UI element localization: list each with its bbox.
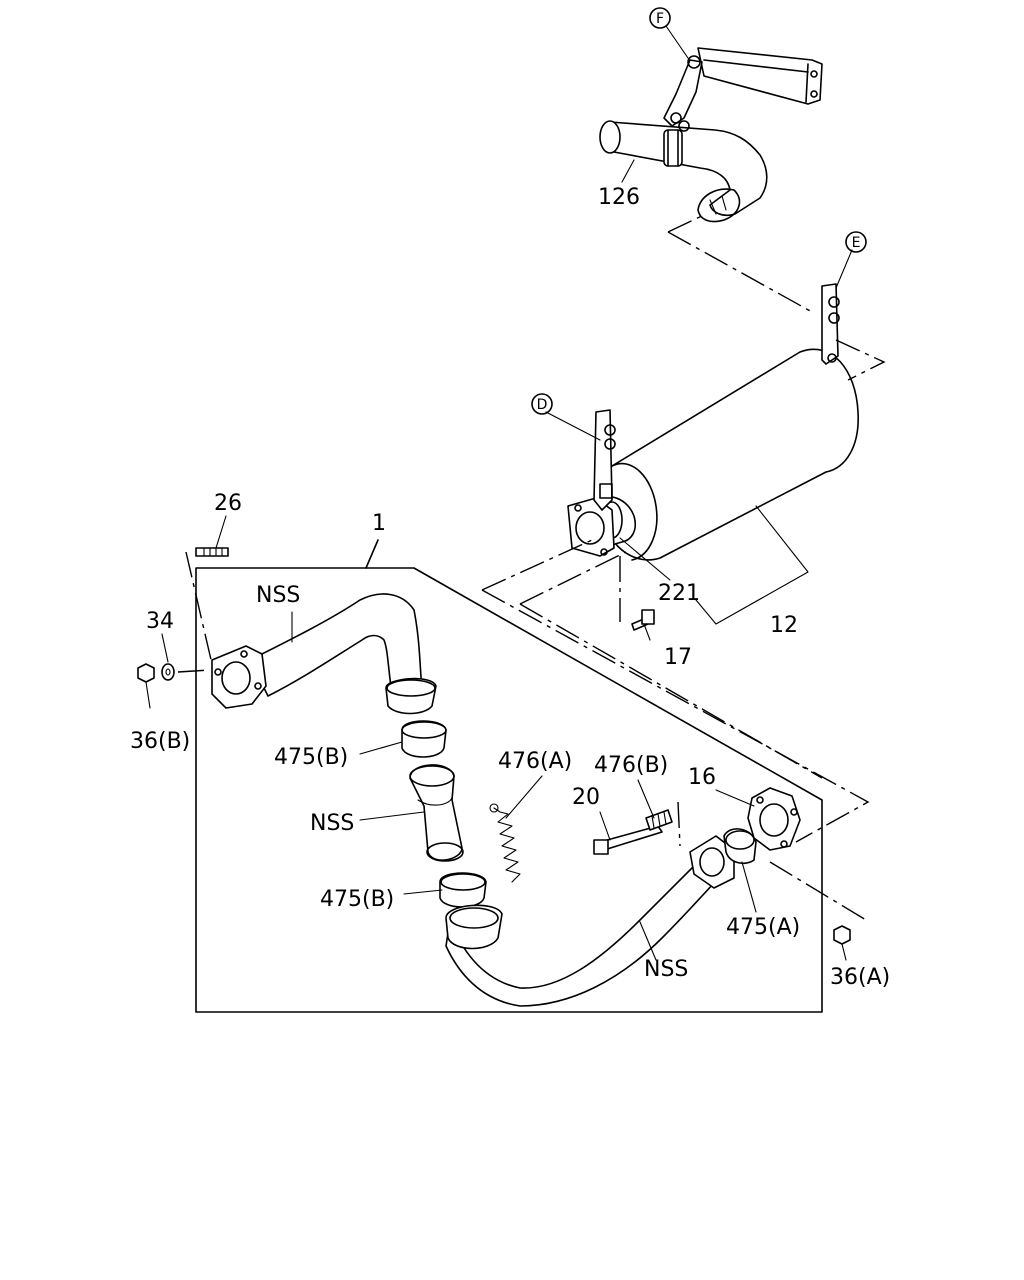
gasket-16 xyxy=(747,787,801,851)
label-476a: 476(A) xyxy=(498,749,572,774)
label-nss-middle: NSS xyxy=(310,811,354,836)
front-pipe-lower xyxy=(445,835,735,1007)
bolt-20-and-spring-476b xyxy=(593,809,673,855)
hanger-bracket-f xyxy=(663,47,823,132)
spring-476a xyxy=(489,803,521,883)
label-nss-lower: NSS xyxy=(644,957,688,982)
label-nss-upper: NSS xyxy=(256,583,300,608)
label-26: 26 xyxy=(214,491,242,516)
seal-ring-475a xyxy=(723,828,757,865)
muffler-12 xyxy=(567,348,859,561)
assembly-1-frame xyxy=(195,567,823,1013)
label-20: 20 xyxy=(572,785,600,810)
svg-text:F: F xyxy=(656,11,664,27)
callout-e: E xyxy=(845,231,867,253)
leader-lines xyxy=(145,25,853,961)
seal-ring-475b-upper xyxy=(401,720,447,758)
label-476b: 476(B) xyxy=(594,753,668,778)
hanger-bracket-d xyxy=(593,409,616,511)
label-475b-lower: 475(B) xyxy=(320,887,394,912)
svg-text:E: E xyxy=(852,235,861,251)
label-36b: 36(B) xyxy=(130,729,190,754)
hanger-bracket-e xyxy=(821,283,840,365)
flex-joint-nss xyxy=(409,764,464,862)
seal-ring-475b-lower xyxy=(439,872,487,908)
label-1: 1 xyxy=(372,511,386,536)
stud-26 xyxy=(195,547,229,557)
callout-d: D xyxy=(531,393,553,415)
label-221: 221 xyxy=(658,581,700,606)
callout-f: F xyxy=(649,7,671,29)
label-17: 17 xyxy=(664,645,692,670)
label-475b-upper: 475(B) xyxy=(274,745,348,770)
label-36a: 36(A) xyxy=(830,965,890,990)
bolt-17 xyxy=(631,609,655,631)
label-126: 126 xyxy=(598,185,640,210)
label-16: 16 xyxy=(688,765,716,790)
front-pipe-upper xyxy=(211,593,437,715)
label-34: 34 xyxy=(146,609,174,634)
assembly-lines xyxy=(177,213,886,921)
washer-34 xyxy=(161,663,175,681)
nut-36a xyxy=(833,925,851,945)
label-12: 12 xyxy=(770,613,798,638)
svg-text:D: D xyxy=(537,397,548,413)
nut-36b xyxy=(137,663,155,683)
tail-pipe-126 xyxy=(599,120,768,223)
label-475a: 475(A) xyxy=(726,915,800,940)
